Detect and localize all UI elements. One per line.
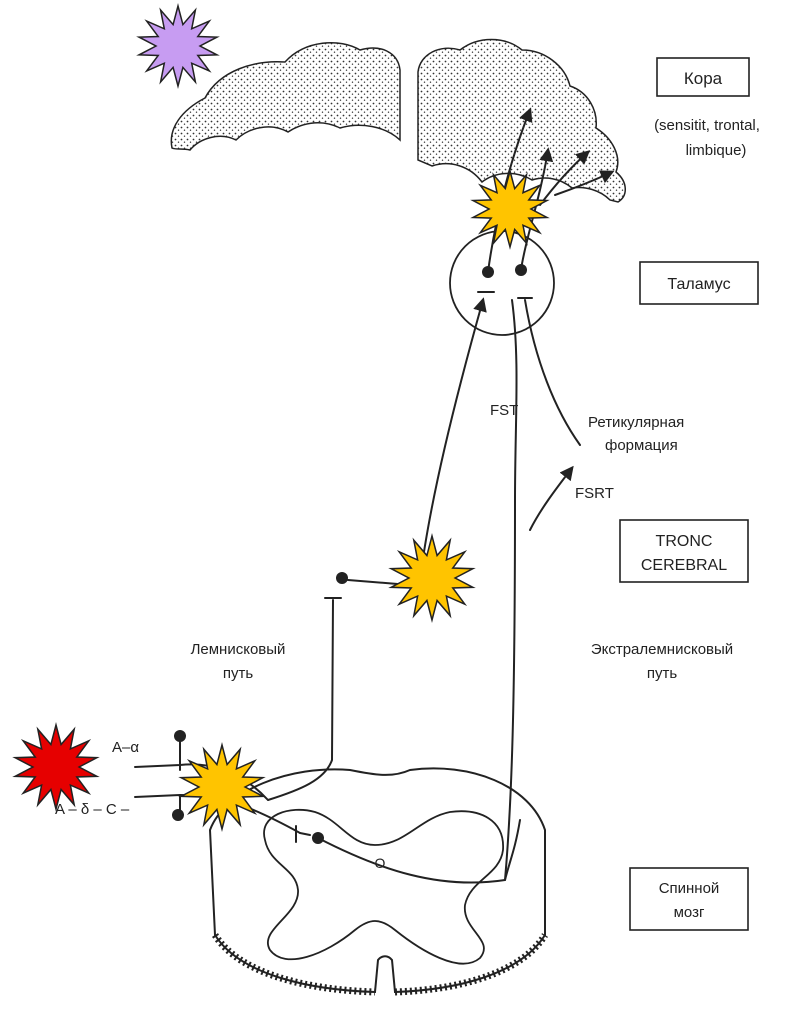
- extralemniscal-label-line1: Экстралемнисковый: [591, 641, 733, 658]
- red-burst-icon: [15, 725, 97, 809]
- spinal-cord-label-line2: мозг: [674, 904, 705, 921]
- lemniscal-label-line1: Лемнисковый: [191, 641, 286, 658]
- spinal-cord-body: [210, 768, 545, 992]
- lemniscal-label-line2: путь: [223, 665, 253, 682]
- a-delta-c-ganglion: [172, 809, 184, 821]
- cortex-label: Кора: [684, 69, 723, 88]
- fst-label: FST: [490, 402, 518, 419]
- a-alpha-fiber-label: A–α: [112, 739, 139, 756]
- thalamus-label: Таламус: [667, 276, 730, 293]
- a-alpha-ganglion: [174, 730, 186, 742]
- reticular-label-line1: Ретикулярная: [588, 414, 684, 431]
- cortex-left-hemisphere: [171, 43, 400, 150]
- fsrt-label: FSRT: [575, 485, 614, 502]
- a-delta-c-fiber-label: A – δ – C –: [55, 801, 130, 818]
- purple-burst-icon: [139, 6, 217, 86]
- brainstem-label-line2: CEREBRAL: [641, 557, 727, 574]
- brainstem-label-line1: TRONC: [656, 533, 713, 550]
- cortex: [171, 40, 625, 203]
- spinal-cord: [210, 768, 545, 992]
- brainstem-relay-neuron: [336, 572, 348, 584]
- cortex-sublabel-line2: limbique): [686, 142, 747, 159]
- cortex-sublabel-line1: (sensitit, trontal,: [654, 117, 760, 134]
- cortex-right-hemisphere: [418, 40, 625, 203]
- extralemniscal-label-line2: путь: [647, 665, 677, 682]
- thalamus-circle: [450, 231, 554, 335]
- yellow-burst-brainstem-icon: [391, 536, 473, 620]
- spinal-cord-label-line1: Спинной: [659, 880, 720, 897]
- gray-matter-marker: O: [375, 855, 386, 871]
- reticular-label-line2: формация: [605, 437, 678, 454]
